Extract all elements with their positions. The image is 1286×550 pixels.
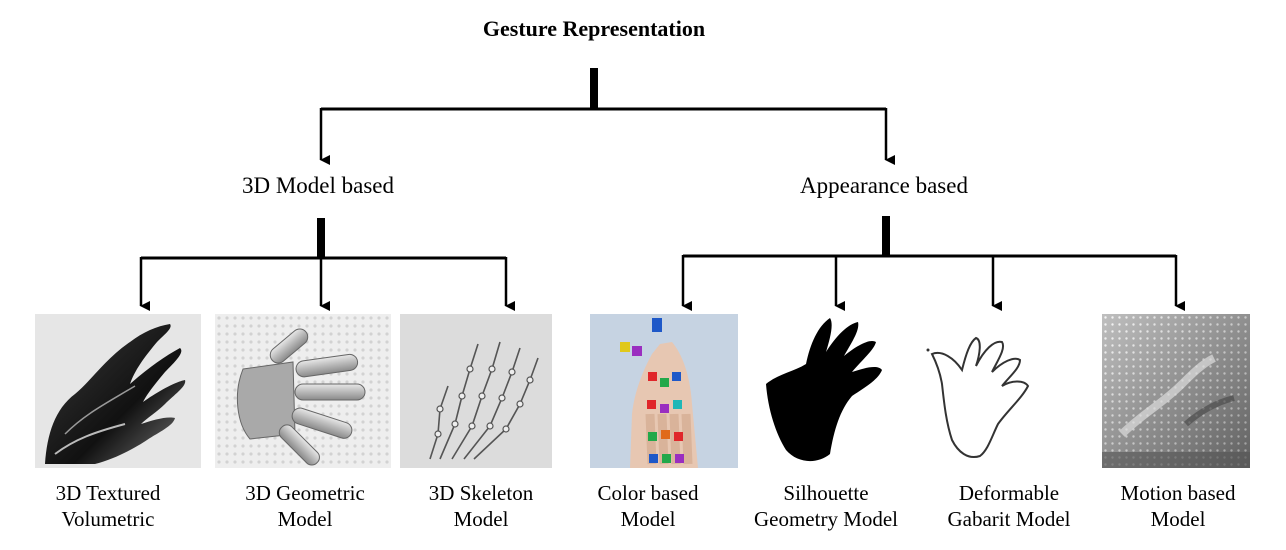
3d-branch-stem xyxy=(317,218,325,258)
leaf-label-silhouette-model: Silhouette Geometry Model xyxy=(753,481,899,531)
leaf-label-textured-volumetric: 3D Textured Volumetric xyxy=(55,481,161,531)
category-appearance: Appearance based xyxy=(800,173,968,198)
root-stem xyxy=(590,68,598,110)
leaf-label-skeleton-model: 3D Skeleton Model xyxy=(428,481,534,531)
contour-hand-thumbnail xyxy=(918,314,1074,468)
leaf-label-deformable-model: Deformable Gabarit Model xyxy=(947,481,1071,531)
geometric-hand-thumbnail xyxy=(215,314,391,468)
silhouette-hand-thumbnail xyxy=(748,314,908,468)
color-marker-hand-thumbnail xyxy=(590,314,738,468)
leaf-label-color-model: Color based Model xyxy=(597,481,699,531)
leaf-label-geometric-model: 3D Geometric Model xyxy=(245,481,365,531)
textured-hand-thumbnail xyxy=(35,314,201,468)
motion-field-thumbnail xyxy=(1102,314,1250,468)
skeleton-hand-thumbnail xyxy=(400,314,552,468)
category-3d-model: 3D Model based xyxy=(241,173,395,198)
appearance-branch-stem xyxy=(882,216,890,256)
leaf-label-motion-model: Motion based Model xyxy=(1120,481,1236,531)
diagram-title: Gesture Representation xyxy=(482,16,706,41)
